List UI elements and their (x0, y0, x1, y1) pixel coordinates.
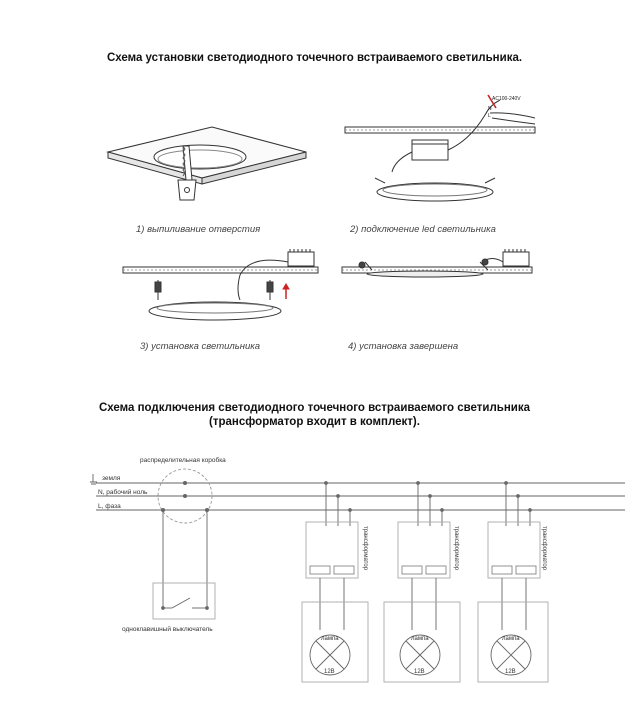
lamp-label-1: лампа (321, 636, 339, 642)
l-wire-label: L (488, 113, 491, 119)
installation-title: Схема установки светодиодного точечного … (106, 52, 523, 64)
step2-caption: 2) подключение led светильника (350, 224, 496, 235)
step3-illustration (122, 249, 319, 321)
lamp-voltage-1: 12В (324, 669, 335, 675)
junction-box (157, 468, 213, 524)
junction-box-label: распределительная коробка (140, 456, 226, 464)
transformer-label-3: трансформатор (541, 526, 547, 571)
voltage-label: AC100-240V (492, 96, 521, 102)
step1-caption: 1) выпиливание отверстия (136, 224, 261, 235)
lamp-label-2: лампа (411, 636, 429, 642)
lamp-label-3: лампа (502, 636, 520, 642)
fixture-1 (301, 481, 369, 683)
switch-box (152, 582, 216, 620)
switch-label: одноклавишный выключатель (122, 625, 213, 633)
lamp-voltage-3: 12В (505, 669, 516, 675)
step3-caption: 3) установка светильника (140, 341, 261, 352)
transformer-label-2: трансформатор (453, 526, 459, 571)
fixture-3 (477, 481, 549, 683)
transformer-label-1: трансформатор (362, 526, 368, 571)
lamp-voltage-2: 12В (414, 669, 425, 675)
wiring-title-line2: (трансформатор входит в комплект). (209, 416, 420, 428)
step4-caption: 4) установка завершена (348, 341, 459, 352)
ground-label: земля (102, 475, 121, 482)
neutral-label: N, рабочий ноль (98, 488, 148, 496)
phase-label: L, фаза (98, 503, 121, 510)
wiring-title-line1: Схема подключения светодиодного точечног… (99, 402, 530, 414)
fixture-2 (383, 481, 461, 683)
n-wire-label: N (488, 106, 492, 112)
step4-illustration (341, 249, 533, 278)
step1-illustration (106, 126, 307, 201)
step2-illustration (344, 94, 536, 202)
